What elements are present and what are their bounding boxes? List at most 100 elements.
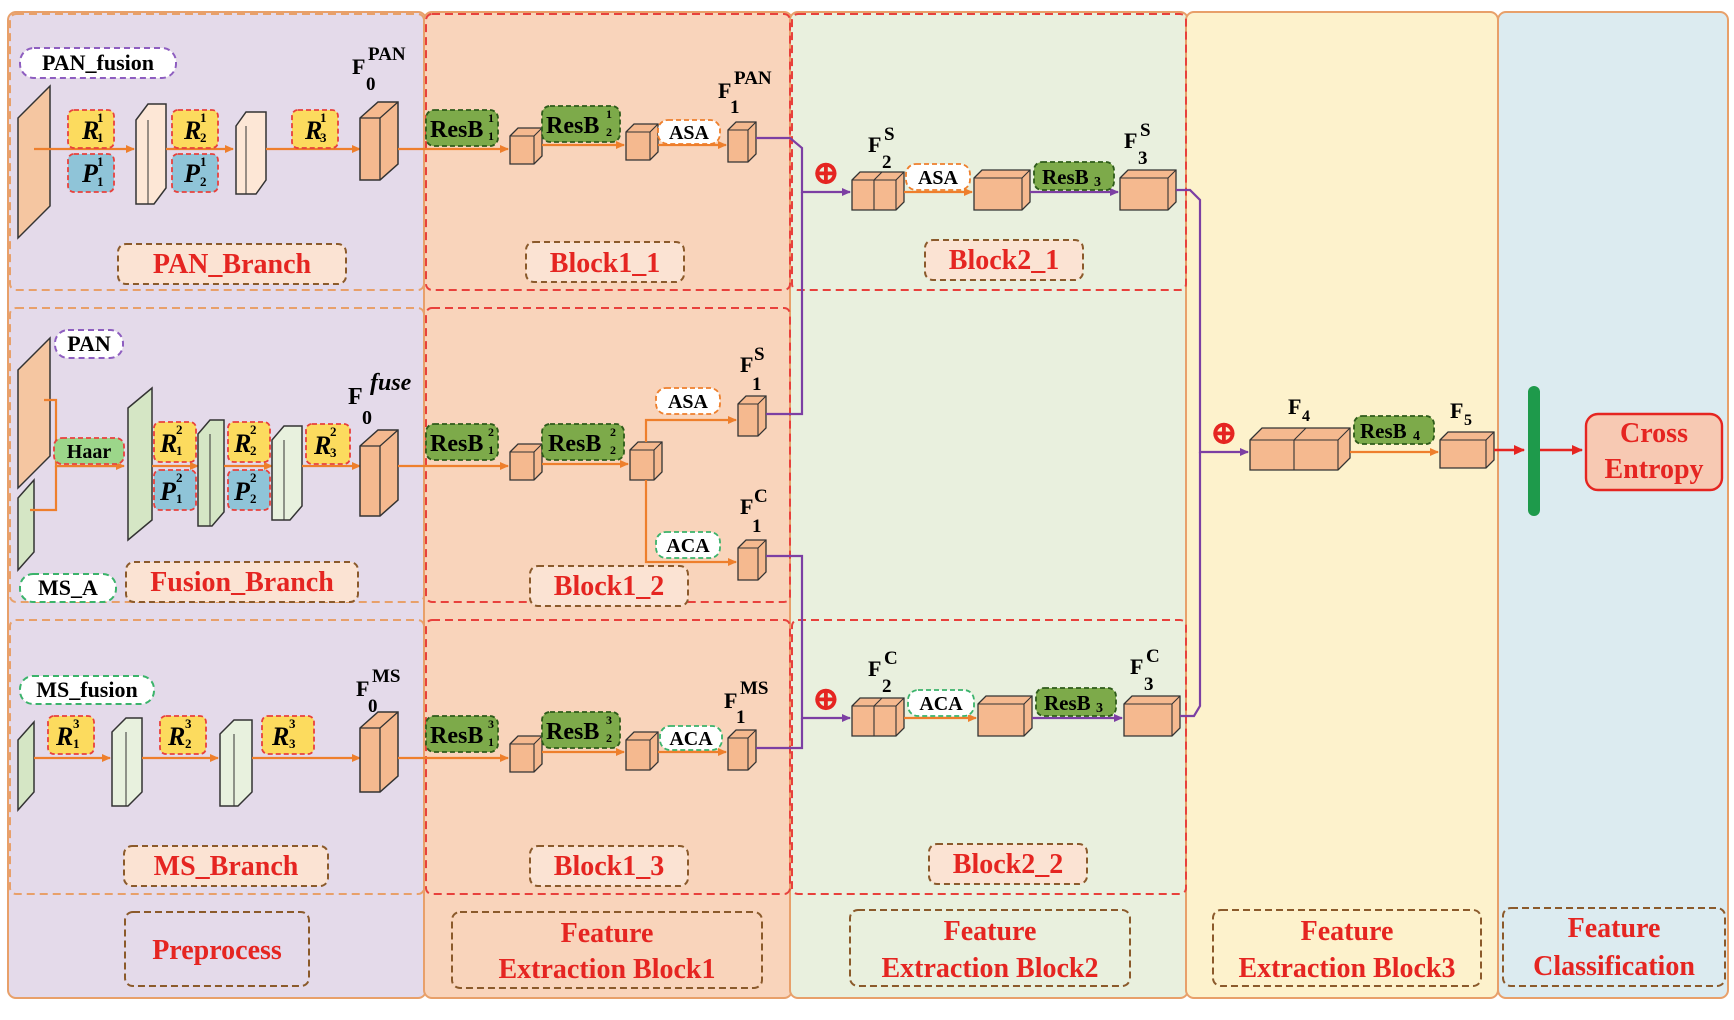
diagram-label: 2 (610, 443, 616, 457)
diagram-label: 1 (73, 736, 80, 751)
aca-block1-3-box (659, 725, 723, 751)
pan-p1-2-box (171, 153, 219, 193)
haar-box (53, 437, 125, 465)
add-block3-icon: ⊕ (1210, 415, 1239, 452)
block2-1-label-box (924, 239, 1084, 281)
diagram-label: 2 (200, 174, 207, 189)
diagram-label: F (1124, 128, 1137, 153)
resb3-block2-2-box (1035, 687, 1117, 717)
pan-fusion-input-label: PAN_fusion (42, 50, 154, 75)
diagram-label: 0 (362, 407, 372, 429)
fusion-feature-plane-1 (127, 386, 153, 542)
flow-arrow (1485, 431, 1495, 441)
f4-cube (1249, 427, 1351, 471)
pan-input-label-box (54, 329, 124, 359)
aca-block1-2-label: ACA (666, 535, 710, 557)
block2-1-label: Block2_1 (949, 245, 1059, 276)
diagram-label: F (356, 676, 369, 701)
ms-r3-1-box (47, 715, 95, 755)
flow-arrow (30, 466, 58, 512)
flow-arrow (649, 123, 659, 133)
diagram-label: 4 (1413, 429, 1420, 444)
feb2-label-line2: Extraction Block2 (882, 953, 1099, 984)
diagram-label: 3 (73, 716, 80, 731)
diagram-label: R (55, 722, 73, 751)
preprocess-label-box (124, 911, 310, 987)
diagram-label: 1 (606, 107, 612, 121)
diagram-label: 3 (1138, 148, 1148, 169)
diagram-label: 2 (250, 470, 257, 485)
flow-arrow (379, 711, 399, 729)
flow-arrow (757, 539, 767, 549)
fusion-p2-1-box (153, 469, 197, 511)
diagram-label: 1 (752, 516, 762, 537)
feb1-label-line1: Feature (561, 918, 654, 949)
block2-1-box (791, 13, 1187, 291)
feb3-label-line1: Feature (1301, 916, 1394, 947)
fc-label-line2: Classification (1533, 951, 1695, 982)
flow-arrow (1176, 188, 1249, 456)
diagram-label: 5 (1464, 412, 1472, 429)
diagram-label: 2 (176, 470, 183, 485)
diagram-label: 1 (488, 111, 494, 125)
ms-branch-label-box (123, 845, 329, 887)
diagram-label: 2 (606, 125, 612, 139)
diagram-label: ResB (1042, 165, 1089, 189)
pan-r1-1-box (67, 109, 115, 149)
diagram-label: 3 (185, 716, 192, 731)
diagram-label: 3 (330, 445, 337, 460)
block1-2-label-box (529, 565, 689, 607)
feature-classification-panel (1497, 11, 1729, 999)
fusion-branch-label: Fusion_Branch (150, 567, 334, 598)
diagram-label: P (233, 477, 251, 506)
ms-a-input-label-box (19, 573, 117, 603)
diagram-label: 3 (606, 713, 612, 727)
diagram-label: 0 (368, 696, 378, 717)
fusion-r2-2-box (227, 421, 271, 463)
diagram-label: 1 (736, 707, 746, 728)
diagram-label: F (868, 656, 881, 681)
fusion-p2-2-box (227, 469, 271, 511)
diagram-label: F (740, 352, 753, 377)
flow-arrow (1337, 427, 1351, 441)
diagram-label: 2 (488, 425, 494, 439)
block1-2-cube-2 (629, 441, 663, 481)
diagram-label: P (81, 159, 99, 188)
f0-pan-cube (359, 101, 399, 181)
aca-block2-2-box (907, 689, 975, 717)
diagram-label: 2 (250, 443, 257, 458)
haar-label: Haar (67, 441, 112, 463)
aca-block1-2-box (655, 531, 721, 559)
aca-block1-3-label: ACA (669, 728, 713, 750)
ms-branch-label: MS_Branch (154, 851, 299, 882)
pan-r1-2-box (171, 109, 219, 149)
pan-fusion-input-plane (17, 84, 51, 240)
diagram-label: 0 (366, 74, 376, 95)
flow-arrow (747, 729, 757, 739)
f0-ms-cube (359, 711, 399, 793)
diagram-label: 2 (330, 424, 337, 439)
flow-arrow (756, 718, 804, 750)
flow-arrow (1293, 427, 1307, 441)
ms-branch-box (9, 619, 425, 895)
diagram-label: S (884, 124, 895, 145)
diagram-label: 4 (1302, 408, 1310, 425)
pan-fusion-input-label-box (19, 47, 177, 79)
pan-branch-label: PAN_Branch (153, 249, 312, 280)
diagram-label: 1 (488, 443, 494, 457)
asa-block1-2-box (655, 387, 721, 415)
block1-3-label: Block1_3 (554, 851, 664, 882)
ms-fusion-input-label: MS_fusion (36, 677, 137, 702)
diagram-label: 3 (289, 736, 296, 751)
fusion-r2-1-box (153, 421, 197, 463)
asa-block2-1-label: ASA (918, 167, 959, 189)
diagram-label: P (159, 477, 177, 506)
diagram-label: 1 (97, 174, 104, 189)
ms-feature-plane-2 (219, 719, 253, 807)
flow-arrow (533, 735, 543, 745)
diagram-label: S (754, 344, 765, 365)
resb-3-2-box (541, 711, 621, 749)
f1-c-cube (737, 539, 767, 581)
flow-arrow (644, 416, 737, 442)
